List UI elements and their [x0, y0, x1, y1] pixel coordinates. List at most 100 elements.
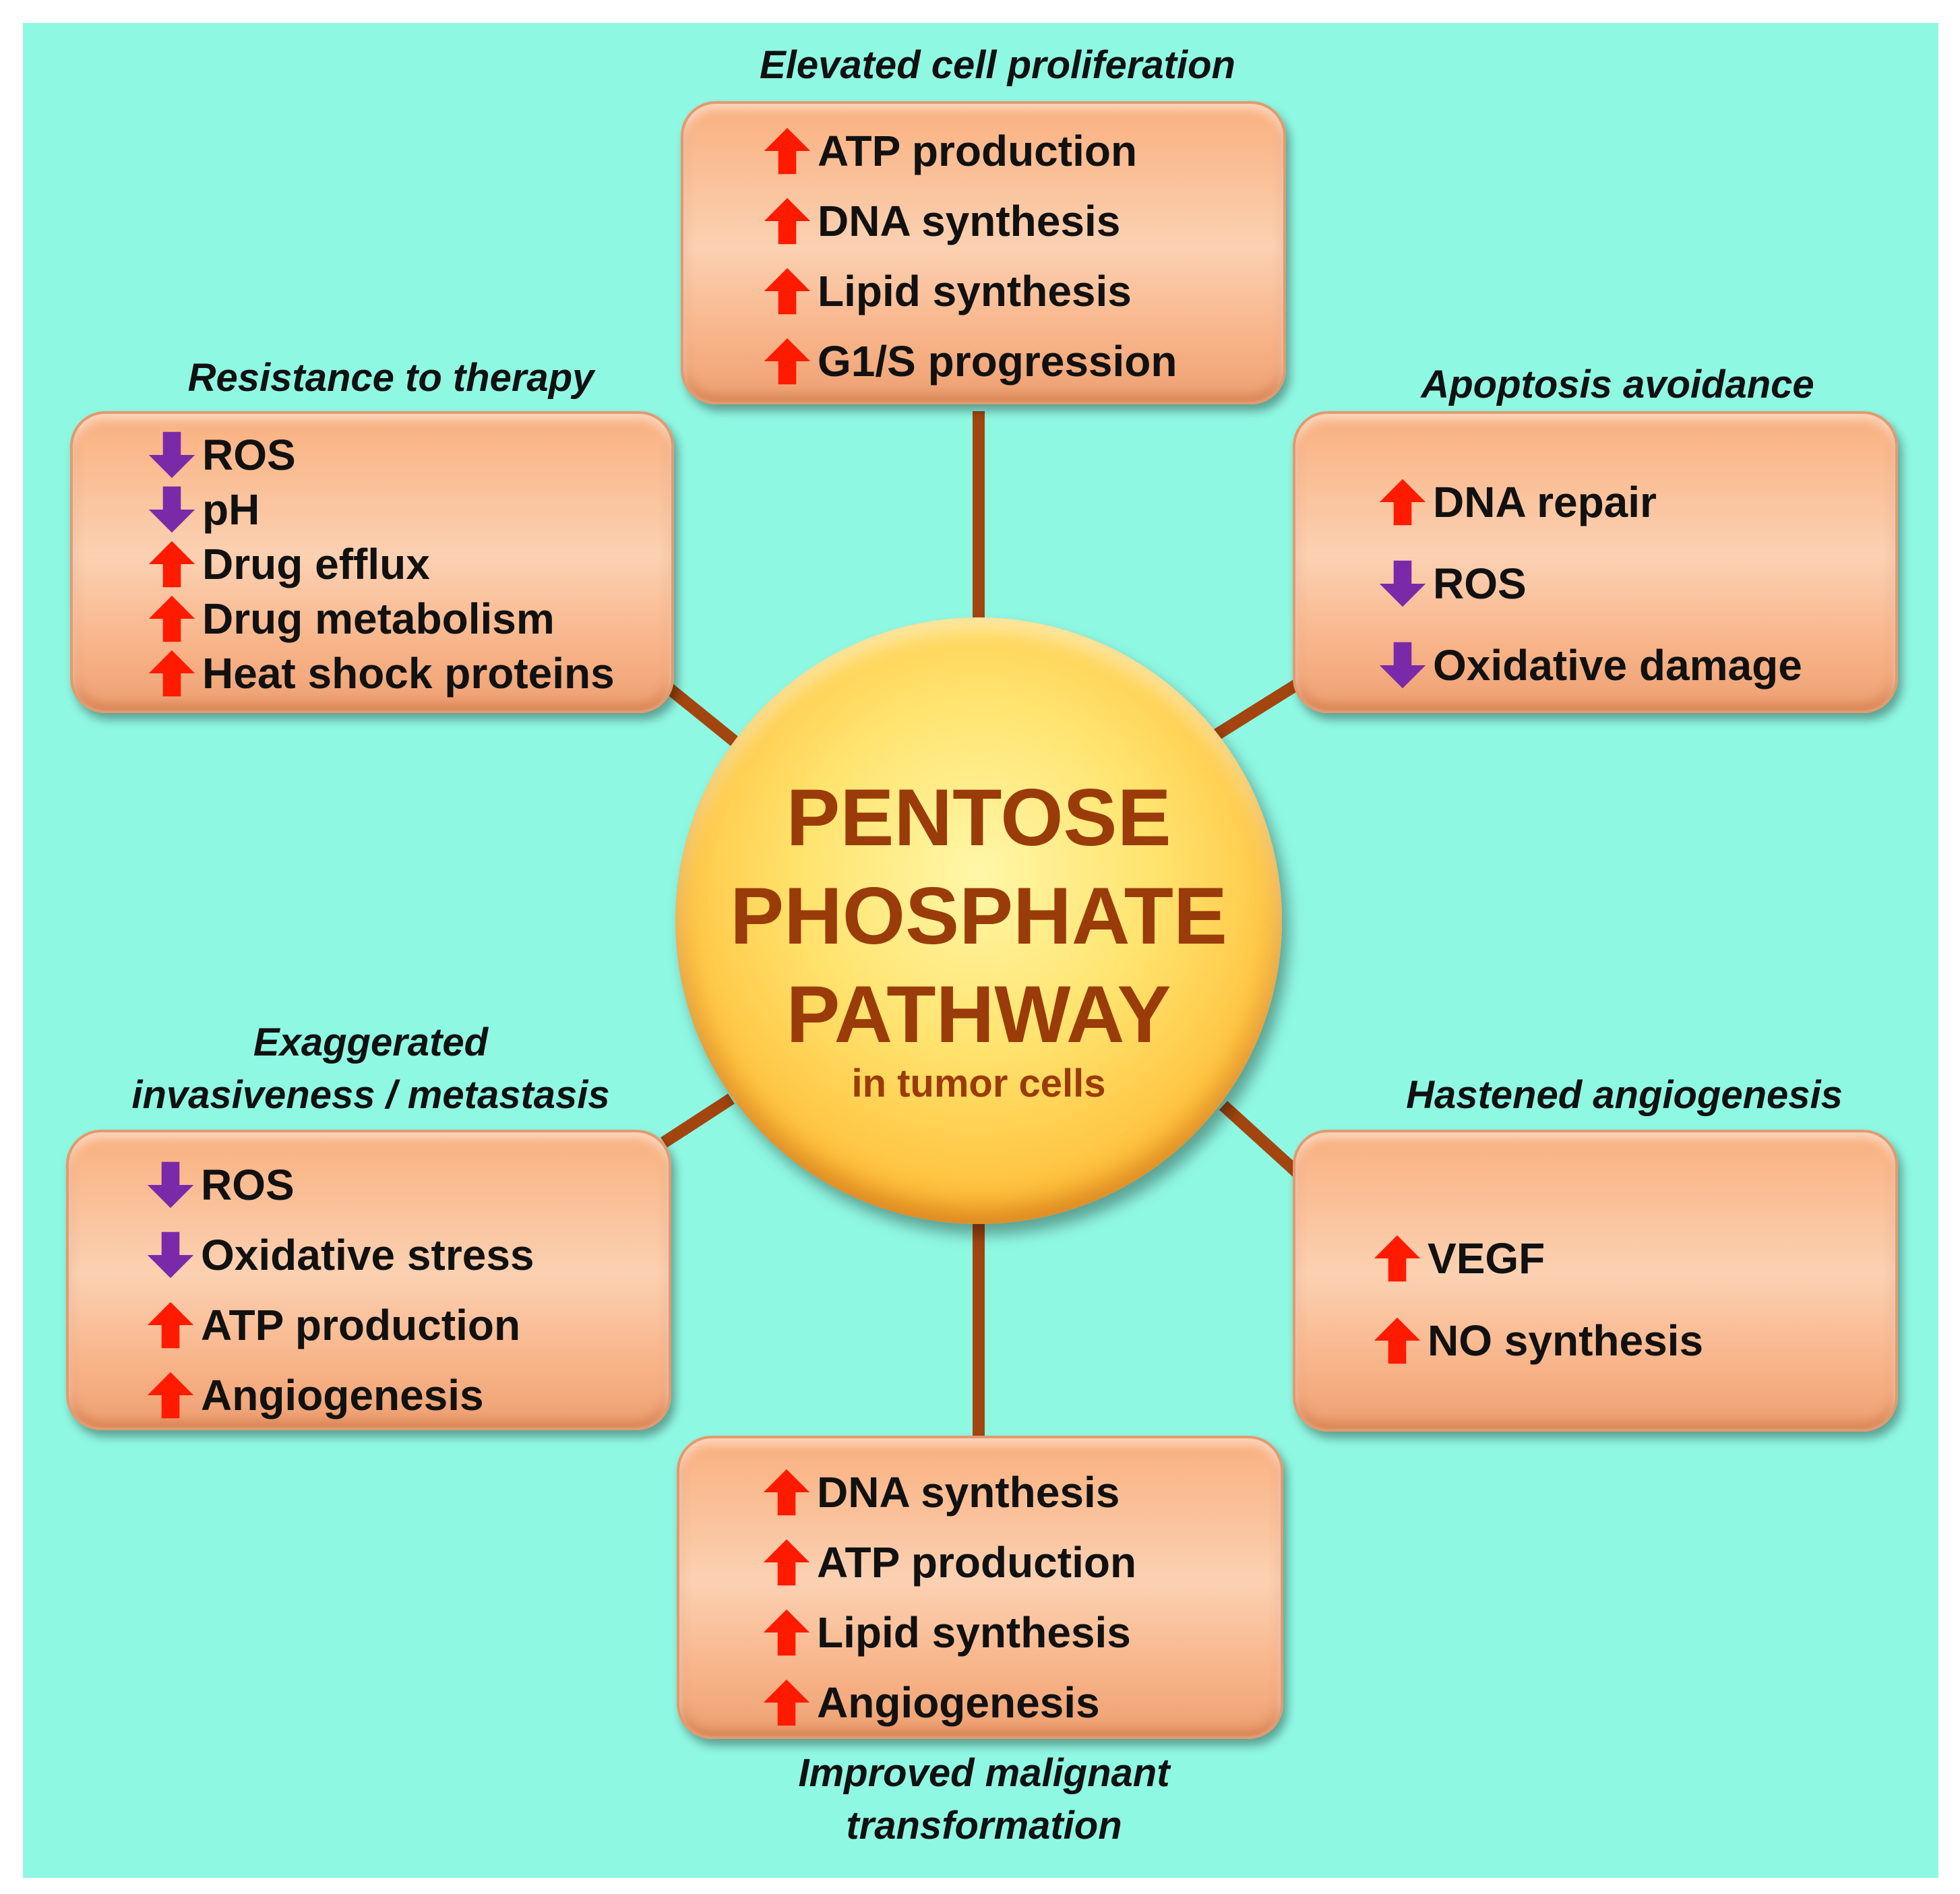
connector-upper-right [1213, 679, 1301, 740]
effect-label: VEGF [1428, 1234, 1545, 1283]
caption-line: Elevated cell proliferation [760, 43, 1235, 87]
effect-item: ROS [146, 427, 615, 482]
up-arrow-icon [763, 1539, 810, 1586]
effect-label: Oxidative damage [1433, 640, 1802, 690]
effect-item: VEGF [1371, 1217, 1703, 1300]
effect-label: NO synthesis [1428, 1316, 1704, 1365]
effect-item: Angiogenesis [144, 1360, 534, 1430]
up-arrow-icon [764, 268, 811, 315]
effect-label: Angiogenesis [201, 1371, 484, 1419]
up-arrow-icon [764, 338, 811, 385]
effect-item: Drug metabolism [146, 591, 615, 646]
caption-line: Exaggerated [253, 1020, 489, 1064]
up-arrow-icon [148, 541, 195, 587]
caption-line: invasiveness / metastasis [131, 1073, 610, 1117]
up-arrow-icon [764, 127, 811, 175]
effect-label: Angiogenesis [817, 1678, 1100, 1727]
effect-item: ROS [144, 1150, 534, 1220]
up-arrow-icon [764, 197, 811, 245]
effect-item: DNA repair [1376, 461, 1802, 543]
effect-item: NO synthesis [1371, 1300, 1703, 1382]
down-arrow-icon [147, 1231, 194, 1279]
up-arrow-icon [763, 1469, 810, 1516]
box-angiogenesis: VEGF NO synthesis [1293, 1130, 1898, 1432]
caption-line: Hastened angiogenesis [1406, 1073, 1843, 1117]
down-arrow-icon [147, 1161, 194, 1209]
effect-label: Drug metabolism [202, 594, 555, 643]
effect-item: DNA synthesis [760, 1457, 1136, 1527]
effect-label: Lipid synthesis [818, 267, 1132, 315]
effect-item: Heat shock proteins [146, 646, 615, 700]
effect-item: Lipid synthesis [761, 256, 1177, 326]
caption-metastasis: Exaggerated invasiveness / metastasis [61, 1016, 681, 1122]
effect-item: Drug efflux [146, 537, 615, 591]
caption-proliferation: Elevated cell proliferation [674, 39, 1321, 92]
up-arrow-icon [1374, 1235, 1421, 1282]
down-arrow-icon [1379, 642, 1426, 688]
effect-label: pH [202, 485, 260, 534]
effect-label: DNA synthesis [818, 197, 1121, 245]
connector-lower-left [661, 1093, 735, 1148]
caption-therapy: Resistance to therapy [121, 352, 661, 404]
up-arrow-icon [147, 1302, 194, 1349]
effect-item: ATP production [761, 116, 1177, 186]
effect-item: Oxidative stress [144, 1220, 534, 1290]
caption-line: Resistance to therapy [187, 356, 594, 400]
list-angiogenesis: VEGF NO synthesis [1371, 1217, 1703, 1382]
hub-title-line1: PENTOSE [786, 772, 1171, 863]
caption-line: Improved malignant [798, 1751, 1170, 1795]
effect-label: Drug efflux [202, 539, 430, 588]
up-arrow-icon [763, 1609, 810, 1656]
caption-angiogenesis: Hastened angiogenesis [1328, 1069, 1921, 1122]
effect-label: ATP production [817, 1538, 1137, 1587]
caption-apoptosis: Apoptosis avoidance [1341, 359, 1894, 411]
effect-label: ATP production [818, 127, 1138, 175]
effect-item: Oxidative damage [1376, 624, 1802, 706]
up-arrow-icon [1379, 479, 1426, 525]
effect-label: DNA synthesis [817, 1468, 1120, 1517]
caption-line: transformation [846, 1804, 1122, 1847]
connector-lower-right [1219, 1101, 1302, 1178]
up-arrow-icon [1374, 1317, 1421, 1364]
effect-item: Angiogenesis [760, 1668, 1136, 1738]
hub-title-line2: PHOSPHATE [730, 871, 1227, 961]
effect-label: Oxidative stress [201, 1231, 534, 1279]
effect-label: Lipid synthesis [817, 1608, 1131, 1657]
effect-label: ROS [1433, 559, 1527, 608]
effect-item: pH [146, 482, 615, 537]
effect-item: ATP production [760, 1527, 1136, 1597]
hub-subtitle: in tumor cells [851, 1062, 1106, 1105]
up-arrow-icon [763, 1679, 810, 1726]
effect-item: ATP production [144, 1290, 534, 1360]
down-arrow-icon [148, 431, 195, 478]
caption-line: Apoptosis avoidance [1421, 363, 1814, 406]
down-arrow-icon [1379, 560, 1426, 607]
effect-item: G1/S progression [761, 326, 1177, 396]
caption-transformation: Improved malignant transformation [674, 1747, 1294, 1852]
effect-label: G1/S progression [818, 337, 1177, 386]
up-arrow-icon [147, 1372, 194, 1419]
effect-label: DNA repair [1433, 477, 1657, 526]
hub-title-line3: PATHWAY [786, 969, 1171, 1060]
effect-label: ROS [202, 430, 296, 479]
up-arrow-icon [148, 595, 195, 642]
effect-label: Heat shock proteins [202, 648, 615, 698]
up-arrow-icon [148, 650, 195, 696]
effect-item: ROS [1376, 543, 1802, 624]
down-arrow-icon [148, 486, 195, 532]
connector-upper-left [660, 679, 739, 746]
effect-item: Lipid synthesis [760, 1597, 1136, 1668]
effect-label: ATP production [201, 1301, 521, 1349]
effect-label: ROS [201, 1161, 295, 1209]
